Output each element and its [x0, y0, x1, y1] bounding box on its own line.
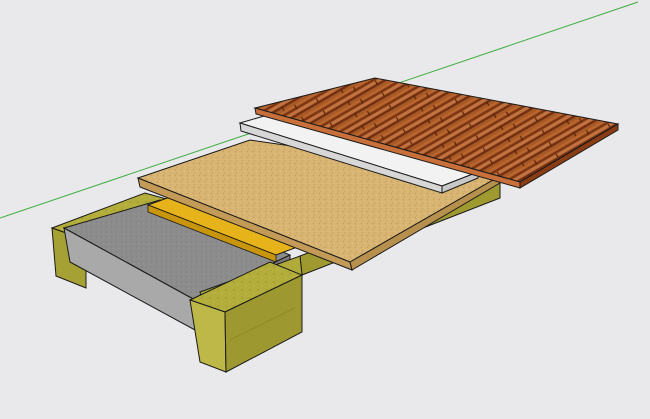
- timber-beam-front: [188, 261, 304, 373]
- parquet-layer: [253, 77, 620, 189]
- underlay-layer: [238, 111, 480, 194]
